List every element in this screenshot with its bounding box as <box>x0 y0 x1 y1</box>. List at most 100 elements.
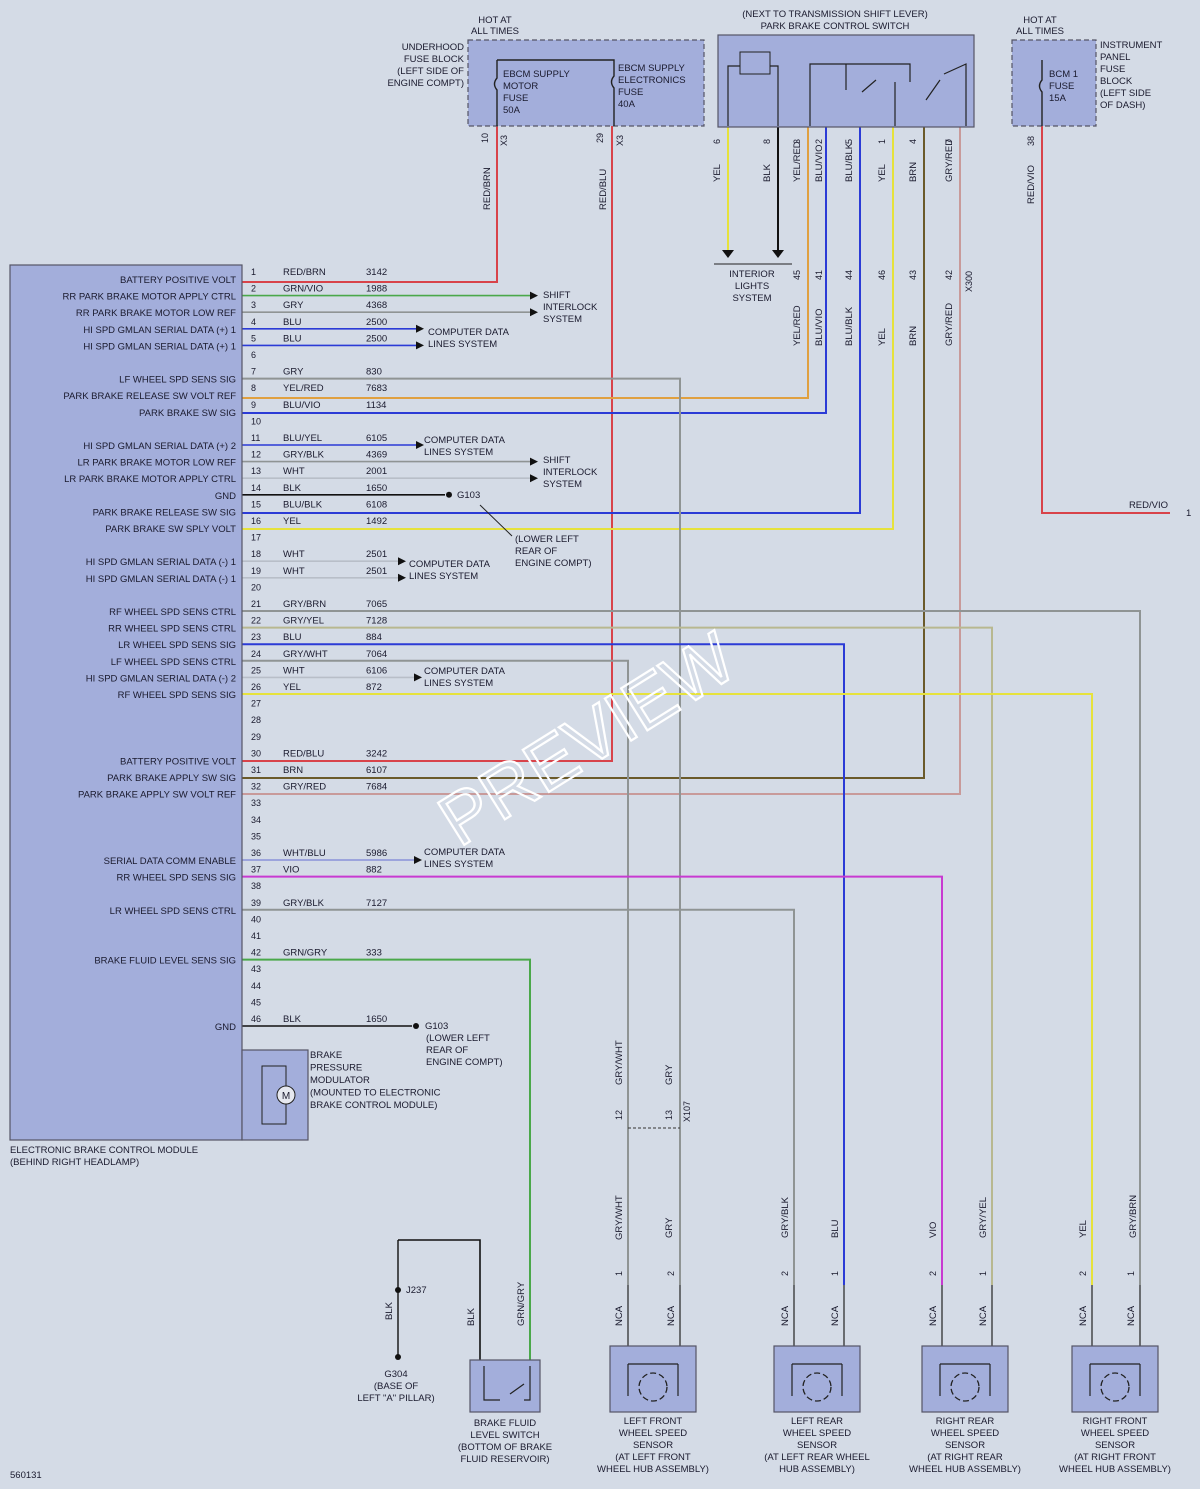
x300-pin-number: 41 <box>814 270 824 280</box>
sensor-coil <box>627 1363 679 1396</box>
shift-interlock-label-2: SYSTEM <box>543 479 582 490</box>
ecm-pin-number: 16 <box>251 516 261 526</box>
x107-pin-12: 12 <box>614 1110 624 1120</box>
wire-color-gry-wht-bottom: GRY/WHT <box>614 1195 625 1240</box>
sensor-nca-label: NCA <box>780 1305 791 1326</box>
wire-red-vio-bcm <box>1041 126 1170 514</box>
ground-g103-b <box>413 1023 419 1029</box>
ecm-pin-number: 18 <box>251 549 261 559</box>
wire-yel-red-pin8 <box>242 126 809 399</box>
ecm-circuit-number: 6108 <box>366 499 387 510</box>
connector-x300: X300 <box>964 271 974 292</box>
ecm-circuit-number: 3142 <box>366 267 387 278</box>
ecm-circuit-number: 2501 <box>366 566 387 577</box>
park-switch-lamp <box>739 51 771 75</box>
ecm-pin-function: BATTERY POSITIVE VOLT <box>120 756 236 767</box>
ecm-pin-number: 41 <box>251 931 261 941</box>
connector-x3-b: X3 <box>615 135 625 146</box>
wheel-speed-sensor-label: SENSOR <box>1095 1440 1135 1451</box>
sensor-nca-label: NCA <box>978 1305 989 1326</box>
ecm-circuit-number: 3242 <box>366 748 387 759</box>
ecm-circuit-number: 5986 <box>366 848 387 859</box>
ecm-pin-function: BRAKE FLUID LEVEL SENS SIG <box>94 956 236 967</box>
ecm-circuit-number: 7128 <box>366 616 387 627</box>
ecm-pin-function: RR WHEEL SPD SENS CTRL <box>108 624 236 635</box>
x300-pin-number: 42 <box>944 270 954 280</box>
ecm-wire-color: GRY/RED <box>283 782 326 793</box>
brake-fluid-switch-label: (BOTTOM OF BRAKE <box>458 1442 552 1453</box>
wires-layer <box>242 126 1170 1365</box>
ground-g304 <box>395 1354 401 1360</box>
ecm-pin-function: HI SPD GMLAN SERIAL DATA (-) 1 <box>86 574 236 585</box>
wire-gry-brn-pin21-rf <box>242 610 1141 1285</box>
g103-a-note: ENGINE COMPT) <box>515 558 592 569</box>
ecm-pin-function: RR PARK BRAKE MOTOR APPLY CTRL <box>62 292 236 303</box>
arrow-head <box>398 573 406 582</box>
brake-modulator-label: BRAKE CONTROL MODULE) <box>310 1100 437 1111</box>
ecm-circuit-number: 7127 <box>366 898 387 909</box>
g103-a-note: REAR OF <box>515 546 557 557</box>
ecm-wire-color: GRY/BLK <box>283 450 325 461</box>
ecm-wire-color: BLK <box>283 483 302 494</box>
ecm-circuit-number: 7683 <box>366 383 387 394</box>
ecm-circuit-number: 872 <box>366 682 382 693</box>
ecm-pin-number: 13 <box>251 466 261 476</box>
park-brake-switch-title: PARK BRAKE CONTROL SWITCH <box>761 21 910 32</box>
g103-leader <box>479 504 513 537</box>
ecm-pin-number: 31 <box>251 765 261 775</box>
brake-fluid-switch-label: FLUID RESERVOIR) <box>460 1454 549 1465</box>
ground-g304-label: LEFT "A" PILLAR) <box>357 1393 434 1404</box>
ecm-pin-function: PARK BRAKE APPLY SW SIG <box>107 773 236 784</box>
ecm-circuit-number: 1492 <box>366 516 387 527</box>
ecm-wire-color: GRY/YEL <box>283 616 324 627</box>
ecm-pin-number: 5 <box>251 333 256 343</box>
ecm-pin-function: SERIAL DATA COMM ENABLE <box>104 856 236 867</box>
computer-data-label-2: LINES SYSTEM <box>424 447 493 458</box>
ecm-pin-function: LR WHEEL SPD SENS CTRL <box>110 906 236 917</box>
x300-wire-color: YEL/RED <box>792 305 803 346</box>
ecm-circuit-number: 830 <box>366 367 382 378</box>
connector-x107: X107 <box>682 1101 692 1122</box>
brake-modulator-box <box>241 1049 309 1141</box>
wire-color-blk-g304: BLK <box>384 1301 395 1320</box>
wheel-speed-sensor-label: LEFT FRONT <box>624 1416 683 1427</box>
ecm-pin-number: 7 <box>251 367 256 377</box>
ecm-wire-color: YEL <box>283 516 301 527</box>
sensor-nca-label: NCA <box>614 1305 625 1326</box>
motor-leads <box>261 1065 287 1125</box>
ecm-pin-number: 9 <box>251 400 256 410</box>
wheel-speed-sensor-box <box>773 1345 861 1413</box>
wire-vio-pin37-rr <box>242 875 943 1285</box>
ecm-circuit-number: 1988 <box>366 284 387 295</box>
ground-g103-a-label: G103 <box>457 490 480 501</box>
ecm-wire-color: GRY/WHT <box>283 649 328 660</box>
ecm-pin-number: 8 <box>251 383 256 393</box>
ecm-pin-number: 27 <box>251 699 261 709</box>
underhood-fuse-block-box <box>467 39 705 127</box>
switch-pin-number: 5 <box>844 139 854 144</box>
ecm-circuit-number: 2500 <box>366 317 387 328</box>
ecm-pin-number: 4 <box>251 317 256 327</box>
wire-color-gry-brn-rf: GRY/BRN <box>1128 1195 1139 1238</box>
ebcm-motor-fuse-label: 50A <box>503 105 521 116</box>
brake-modulator-label: BRAKE <box>310 1050 342 1061</box>
sensor-nca-label: NCA <box>928 1305 939 1326</box>
wheel-speed-sensor-box <box>921 1345 1009 1413</box>
ecm-wire-color: WHT <box>283 549 305 560</box>
red-vio-end-pin: 1 <box>1186 508 1191 519</box>
wire-color-blu-lr: BLU <box>830 1219 841 1238</box>
wheel-speed-sensor-label: (AT RIGHT REAR <box>927 1452 1003 1463</box>
ecm-pin-number: 2 <box>251 284 256 294</box>
ecm-pin-number: 33 <box>251 798 261 808</box>
wire-blu-vio-pin9 <box>242 126 827 414</box>
ebcm-electronics-fuse-label: ELECTRONICS <box>618 75 686 86</box>
ecm-module-label: ELECTRONIC BRAKE CONTROL MODULE <box>10 1145 198 1156</box>
ebcm-motor-fuse-label: EBCM SUPPLY <box>503 69 571 80</box>
ecm-pin-function: HI SPD GMLAN SERIAL DATA (-) 2 <box>86 673 236 684</box>
wire-grn-gry-pin42 <box>242 958 531 1365</box>
wire-gry-wht-pin24-lf <box>242 659 629 1285</box>
underhood-fuse-block-label: UNDERHOOD <box>402 42 464 53</box>
wheel-speed-sensor-label: RIGHT REAR <box>936 1416 995 1427</box>
ecm-circuit-number: 882 <box>366 865 382 876</box>
